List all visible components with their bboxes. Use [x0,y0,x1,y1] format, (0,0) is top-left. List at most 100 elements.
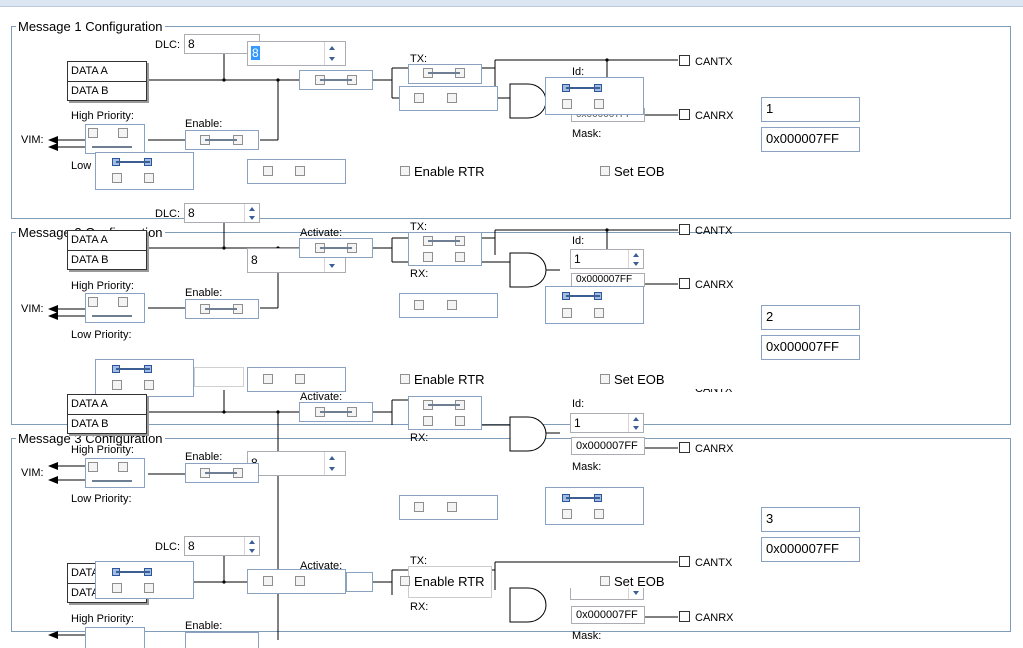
rx-check-b[interactable] [447,502,457,512]
spin-down-icon[interactable] [325,464,345,476]
enable-rtr-checkbox-1[interactable] [400,166,410,176]
cantx-pin-2[interactable] [679,224,690,235]
rx-label-2: RX: [410,268,429,280]
tx-switch-3[interactable] [408,396,482,430]
enable-switch-4[interactable] [185,632,259,648]
rx-check-a[interactable] [414,300,424,310]
spin-up-icon[interactable] [629,250,643,259]
tx-switch-bar [428,72,460,74]
id-check-c[interactable] [562,99,572,109]
enable-rtr-checkbox-2[interactable] [400,374,410,384]
id-check-d[interactable] [594,308,604,318]
tx-check-d[interactable] [455,252,465,262]
hp-check-b[interactable] [118,462,128,472]
spin-up-icon[interactable] [245,537,259,546]
hp-check-a[interactable] [88,462,98,472]
rtr-check-a[interactable] [263,576,273,586]
rtr-check-b[interactable] [295,374,305,384]
spin-up-icon[interactable] [325,42,345,54]
id-switch-1[interactable] [545,77,644,115]
id-check-d[interactable] [594,99,604,109]
right-mask-field-3[interactable]: 0x000007FF [761,537,860,562]
id-spinner-4-cut[interactable] [570,588,644,600]
data-b-label: DATA B [71,418,109,430]
right-mask-field-1[interactable]: 0x000007FF [761,127,860,152]
cantx-pin-4[interactable] [679,556,690,567]
lp-switch-bar [116,571,150,573]
high-priority-label-4: High Priority: [71,613,134,625]
spin-down-icon[interactable] [325,54,345,66]
lp-check-c[interactable] [112,583,122,593]
spin-up-icon[interactable] [629,414,643,423]
tx-check-d[interactable] [455,416,465,426]
right-id-field-3[interactable]: 3 [761,507,860,532]
enable-rtr-checkbox-4[interactable] [400,576,410,586]
rtr-check-a[interactable] [263,374,273,384]
mask-field-3[interactable]: 0x000007FF [571,437,645,455]
set-eob-checkbox-1[interactable] [600,166,610,176]
rx-check-b[interactable] [447,300,457,310]
spin-up-icon[interactable] [245,204,259,213]
canrx-pin-1[interactable] [679,109,690,120]
lp-check-d[interactable] [144,173,154,183]
hp-check-a[interactable] [88,128,98,138]
rtr-check-b[interactable] [295,576,305,586]
vim-label-1: VIM: [21,134,44,146]
id-check-c[interactable] [562,509,572,519]
tx-switch-1[interactable] [408,64,482,84]
set-eob-checkbox-4[interactable] [600,576,610,586]
spin-down-icon[interactable] [629,423,643,432]
spin-down-icon[interactable] [629,588,643,599]
tx-switch-2[interactable] [408,232,482,266]
canrx-pin-4[interactable] [679,611,690,622]
spin-down-icon[interactable] [325,261,345,273]
rtr-check-b[interactable] [295,166,305,176]
dlc-spinner-2[interactable]: 8 [184,203,260,223]
id-spinner-3[interactable]: 1 [570,413,644,433]
spin-up-icon[interactable] [325,452,345,464]
low-label-1: Low [71,160,92,172]
id-switch-3[interactable] [545,487,644,525]
spin-down-icon[interactable] [629,259,643,268]
spin-down-icon[interactable] [245,213,259,222]
lp-switch-bar [116,161,150,163]
dlc-spinner-1-popup[interactable]: 8 [247,41,346,66]
right-mask-field-2[interactable]: 0x000007FF [761,335,860,360]
hp-check-b[interactable] [118,128,128,138]
dlc-spinner-3-popup[interactable]: 8 [247,451,346,476]
dlc-spinner-4[interactable]: 8 [184,536,260,556]
hp-check-a[interactable] [88,297,98,307]
set-eob-label-4: Set EOB [614,574,665,589]
right-id-field-1[interactable]: 1 [761,97,860,122]
cantx-pin-1[interactable] [679,55,690,66]
tx-label-4: TX: [410,555,428,567]
hp-check-b[interactable] [118,297,128,307]
activate-switch-4[interactable] [346,572,373,592]
mask-label-1: Mask: [572,128,602,140]
lp-check-d[interactable] [144,583,154,593]
rx-check-a[interactable] [414,502,424,512]
low-priority-switch-4[interactable] [95,561,194,599]
canrx-pin-3[interactable] [679,442,690,453]
rx-check-a[interactable] [414,93,424,103]
high-priority-switch-3[interactable] [85,458,145,488]
id-check-d[interactable] [594,509,604,519]
tx-check-c[interactable] [423,416,433,426]
lp-check-c[interactable] [112,380,122,390]
set-eob-checkbox-2[interactable] [600,374,610,384]
cantx-label-4: CANTX [695,557,733,569]
rx-check-b[interactable] [447,93,457,103]
rtr-check-a[interactable] [263,166,273,176]
id-check-c[interactable] [562,308,572,318]
tx-check-c[interactable] [423,252,433,262]
set-eob-label-1: Set EOB [614,164,665,179]
high-priority-switch-4[interactable] [85,627,145,648]
lp-check-d[interactable] [144,380,154,390]
id-spinner-2[interactable]: 1 [570,249,644,269]
lp-check-c[interactable] [112,173,122,183]
spin-down-icon[interactable] [245,546,259,555]
mask-field-2[interactable]: 0x000007FF [571,273,645,287]
mask-field-4[interactable]: 0x000007FF [571,606,645,624]
canrx-pin-2[interactable] [679,278,690,289]
right-id-field-2[interactable]: 2 [761,305,860,330]
